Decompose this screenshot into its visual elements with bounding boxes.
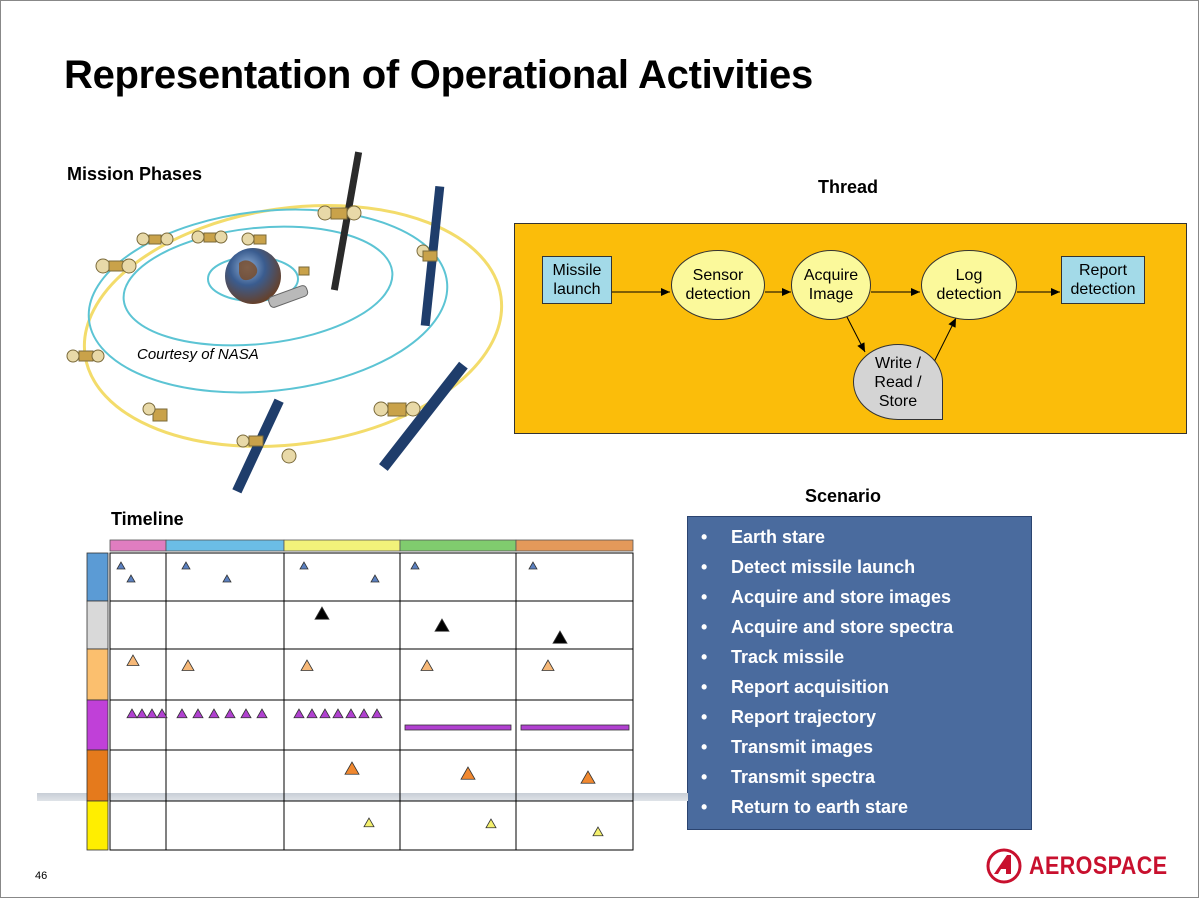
aerospace-logo-icon	[986, 848, 1022, 884]
marker-triangle	[126, 574, 136, 583]
marker-triangle	[240, 708, 252, 719]
marker-triangle	[299, 561, 309, 570]
marker-triangle	[592, 826, 604, 837]
marker-triangle	[126, 654, 140, 666]
marker-triangle	[552, 630, 568, 644]
marker-triangle	[306, 708, 318, 719]
row-band	[86, 600, 109, 650]
marker-triangle	[181, 659, 195, 671]
marker-triangle	[256, 708, 268, 719]
node-missile-launch: Missile launch	[542, 256, 612, 304]
scenario-item: Track missile	[688, 642, 1031, 672]
phase-band	[515, 539, 634, 552]
row-band	[86, 552, 109, 602]
scenario-item: Transmit spectra	[688, 762, 1031, 792]
nasa-credit: Courtesy of NASA	[137, 346, 259, 363]
marker-triangle	[300, 659, 314, 671]
scenario-item: Detect missile launch	[688, 552, 1031, 582]
marker-triangle	[314, 606, 330, 620]
mission-phases-label: Mission Phases	[67, 164, 203, 184]
marker-bar	[404, 724, 512, 731]
scenario-item: Report acquisition	[688, 672, 1031, 702]
marker-triangle	[434, 618, 450, 632]
marker-triangle	[460, 766, 476, 780]
marker-triangle	[224, 708, 236, 719]
marker-triangle	[136, 708, 148, 719]
node-acquire-image: Acquire Image	[791, 250, 871, 320]
thread-label: Thread	[818, 177, 879, 197]
timeline-grid	[86, 539, 634, 851]
marker-triangle	[358, 708, 370, 719]
decorative-bar	[37, 793, 688, 801]
marker-triangle	[208, 708, 220, 719]
row-band	[86, 699, 109, 751]
scenario-item: Transmit images	[688, 732, 1031, 762]
node-sensor-detection: Sensor detection	[671, 250, 765, 320]
aerospace-logo: AEROSPACE	[985, 847, 1190, 885]
thread-diagram: Missile launch Sensor detection Acquire …	[514, 223, 1187, 434]
marker-triangle	[332, 708, 344, 719]
phase-band	[109, 539, 167, 552]
marker-triangle	[345, 708, 357, 719]
aerospace-logo-text: AEROSPACE	[1029, 851, 1168, 880]
thread-arrows	[612, 288, 1060, 365]
marker-triangle	[126, 708, 138, 719]
marker-triangle	[293, 708, 305, 719]
timeline-label: Timeline	[111, 509, 184, 529]
marker-triangle	[146, 708, 158, 719]
node-log-detection: Log detection	[921, 250, 1017, 320]
page-number: 46	[35, 870, 48, 882]
slide-title: Representation of Operational Activities	[64, 53, 813, 97]
marker-triangle	[176, 708, 188, 719]
grid-border	[109, 552, 634, 851]
mission-phases-illustration	[66, 151, 504, 494]
marker-triangle	[485, 818, 497, 829]
marker-triangle	[344, 761, 360, 775]
row-band	[86, 800, 109, 851]
marker-triangle	[363, 817, 375, 828]
scenario-item: Earth stare	[688, 522, 1031, 552]
marker-bar	[520, 724, 630, 731]
marker-triangle	[371, 708, 383, 719]
scenario-item: Return to earth stare	[688, 792, 1031, 822]
scenario-label: Scenario	[805, 486, 882, 506]
marker-triangle	[370, 574, 380, 583]
marker-triangle	[580, 770, 596, 784]
scenario-list: Earth stare Detect missile launch Acquir…	[687, 516, 1032, 830]
marker-triangle	[222, 574, 232, 583]
marker-triangle	[116, 561, 126, 570]
marker-triangle	[192, 708, 204, 719]
marker-triangle	[319, 708, 331, 719]
row-band	[86, 749, 109, 802]
phase-band	[165, 539, 285, 552]
scenario-item: Acquire and store spectra	[688, 612, 1031, 642]
marker-triangle	[528, 561, 538, 570]
scenario-item: Acquire and store images	[688, 582, 1031, 612]
marker-triangle	[420, 659, 434, 671]
marker-triangle	[181, 561, 191, 570]
marker-triangle	[541, 659, 555, 671]
node-write-read-store: Write / Read / Store	[853, 344, 943, 420]
scenario-item: Report trajectory	[688, 702, 1031, 732]
phase-band	[399, 539, 517, 552]
marker-triangle	[156, 708, 168, 719]
node-report-detection: Report detection	[1061, 256, 1145, 304]
phase-band	[283, 539, 401, 552]
marker-triangle	[410, 561, 420, 570]
row-band	[86, 648, 109, 701]
